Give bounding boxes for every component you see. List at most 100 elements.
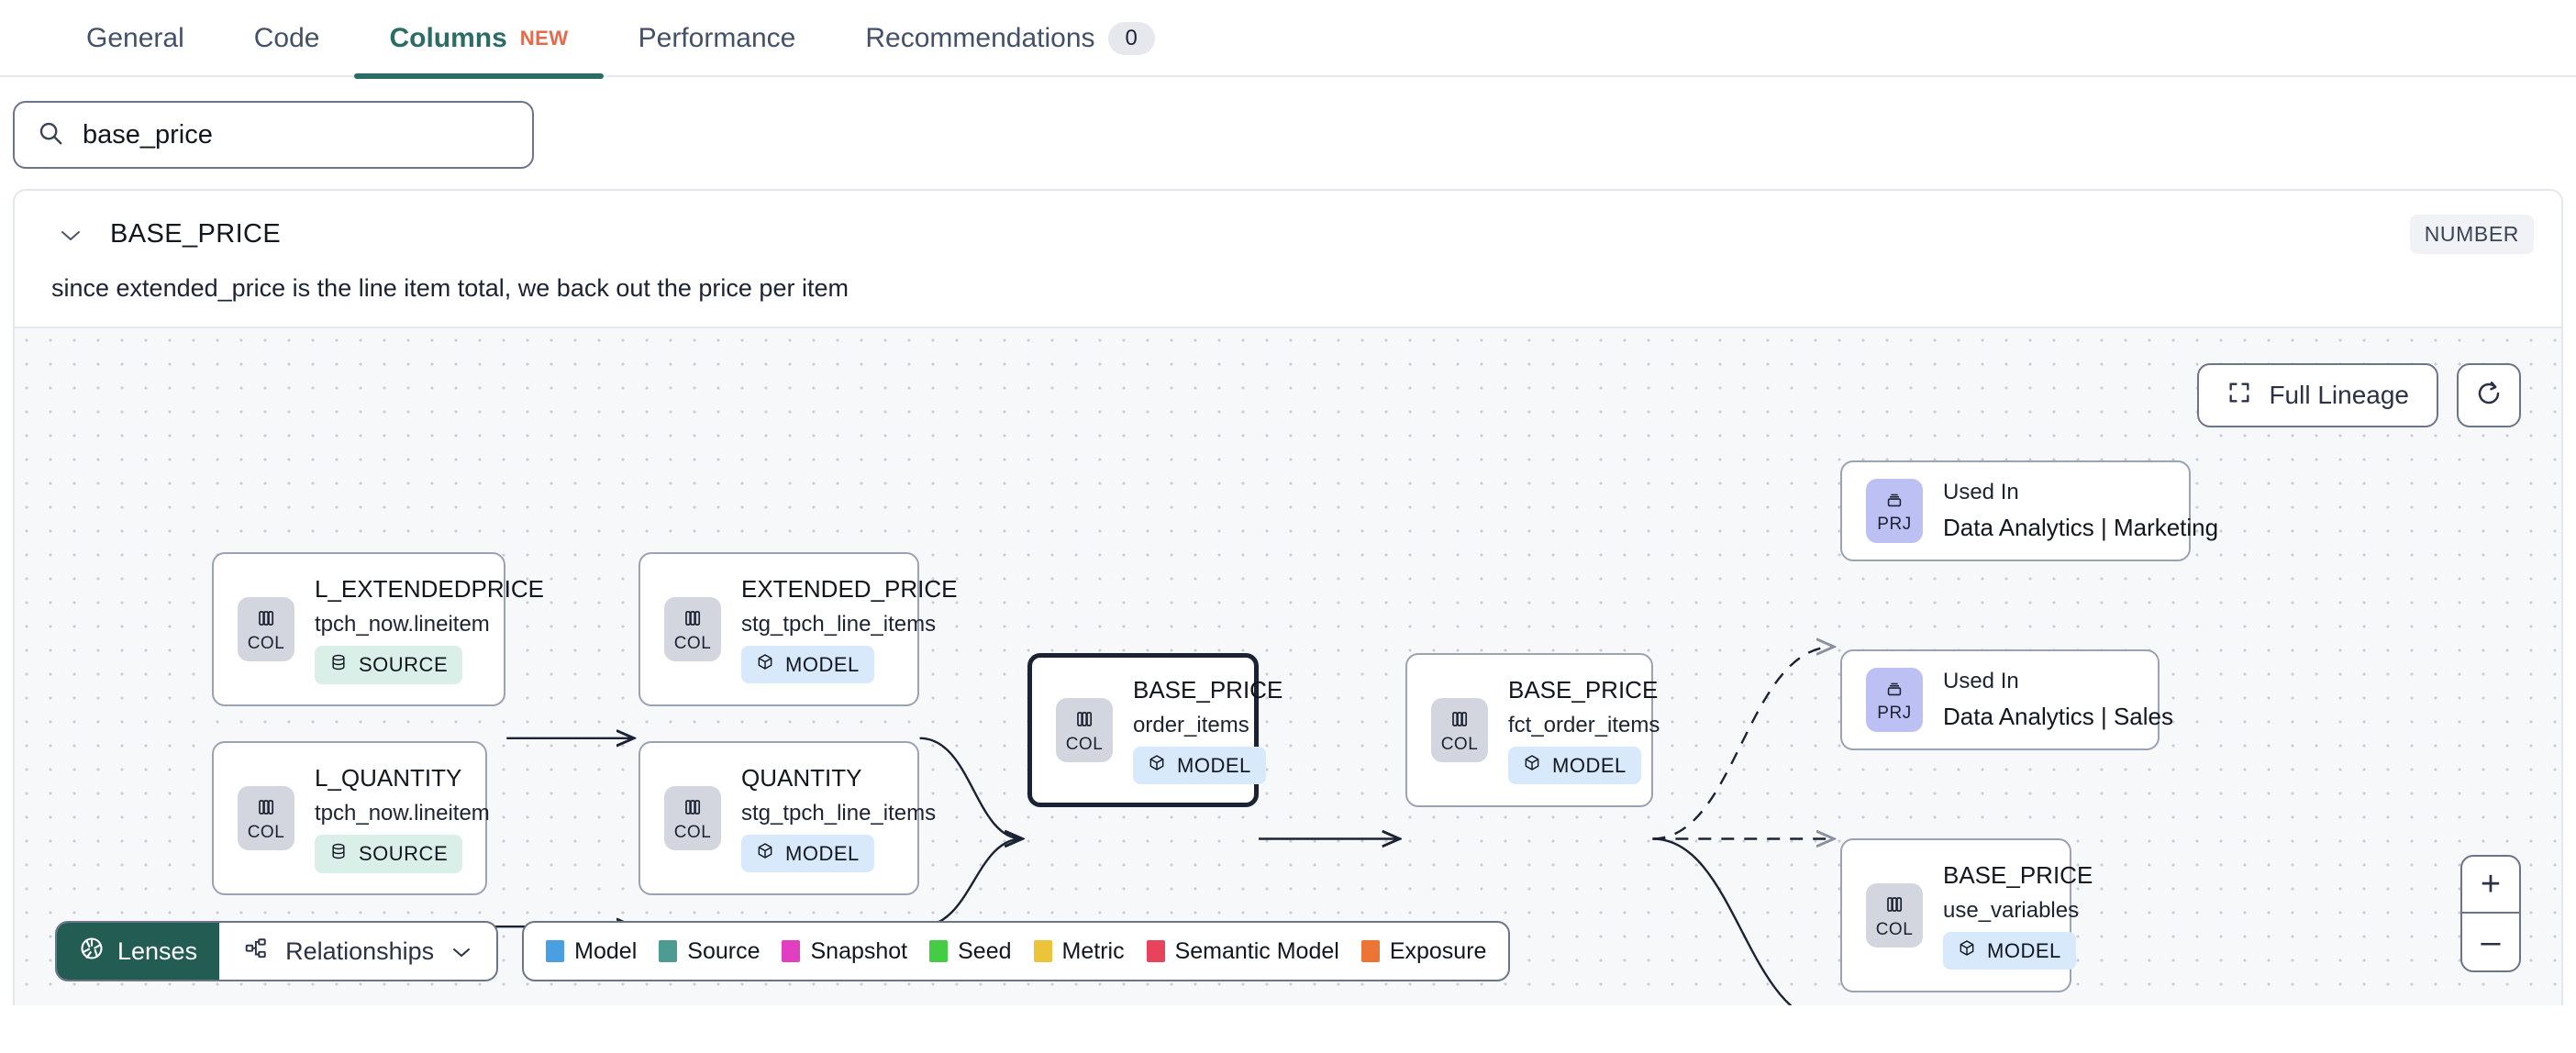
- project-kind-badge: PRJ: [1866, 479, 1923, 543]
- tab-bar: General Code Columns NEW Performance Rec…: [0, 0, 2576, 79]
- materialization-badge: SOURCE: [315, 834, 463, 873]
- database-icon: [329, 841, 348, 867]
- kind-label: PRJ: [1877, 514, 1912, 534]
- lineage-node[interactable]: COL L_EXTENDEDPRICE tpch_now.lineitem SO…: [212, 552, 544, 706]
- legend-item-semantic-model: Semantic Model: [1146, 937, 1339, 965]
- tab-label: Columns: [389, 23, 507, 53]
- materialization-badge: MODEL: [741, 646, 874, 683]
- materialization-label: SOURCE: [359, 652, 449, 676]
- zoom-out-button[interactable]: –: [2481, 922, 2501, 961]
- lineage-canvas[interactable]: COL L_EXTENDEDPRICE tpch_now.lineitem SO…: [15, 327, 2561, 1005]
- node-subtitle: stg_tpch_line_items: [741, 801, 937, 826]
- relationships-icon: [243, 937, 269, 967]
- node-used-in-label: Used In: [1943, 669, 2019, 693]
- legend-item-seed: Seed: [929, 938, 1012, 965]
- tab-recommendations[interactable]: Recommendations 0: [830, 0, 1189, 77]
- materialization-label: MODEL: [1177, 753, 1251, 777]
- lineage-node[interactable]: COL QUANTITY stg_tpch_line_items MODEL: [638, 741, 937, 895]
- tab-code[interactable]: Code: [219, 0, 355, 77]
- kind-label: PRJ: [1877, 703, 1912, 723]
- materialization-badge: MODEL: [1943, 932, 2076, 970]
- legend-swatch: [546, 940, 565, 962]
- column-description: since extended_price is the line item to…: [51, 274, 849, 302]
- legend-swatch: [659, 940, 678, 962]
- legend-swatch: [1033, 940, 1052, 962]
- legend-label: Source: [687, 937, 761, 964]
- refresh-icon: [2475, 380, 2503, 412]
- kind-label: COL: [673, 822, 712, 842]
- column-icon: [255, 796, 277, 822]
- canvas-bottom-controls: Lenses Relationships: [55, 921, 1511, 981]
- lineage-node[interactable]: COL BASE_PRICE use_variables MODEL: [1840, 838, 2093, 992]
- node-title: EXTENDED_PRICE: [741, 575, 958, 603]
- legend-item-snapshot: Snapshot: [782, 938, 907, 965]
- lineage-node[interactable]: COL BASE_PRICE fct_order_items MODEL: [1405, 653, 1660, 807]
- lineage-node[interactable]: COL L_QUANTITY tpch_now.lineitem SOURCE: [212, 741, 490, 895]
- node-title: L_QUANTITY: [315, 763, 462, 792]
- node-title: BASE_PRICE: [1508, 676, 1659, 704]
- aperture-icon: [79, 936, 105, 968]
- tab-label: Recommendations: [865, 23, 1095, 53]
- refresh-button[interactable]: [2457, 363, 2521, 427]
- search-input[interactable]: [83, 119, 510, 150]
- materialization-label: MODEL: [1987, 938, 2061, 962]
- materialization-badge: MODEL: [1508, 747, 1641, 784]
- column-icon: [255, 607, 277, 633]
- full-lineage-button[interactable]: Full Lineage: [2197, 363, 2438, 427]
- lenses-button[interactable]: Lenses: [57, 923, 220, 980]
- kind-label: COL: [247, 822, 285, 842]
- column-kind-badge: COL: [1866, 883, 1923, 948]
- legend-label: Semantic Model: [1174, 937, 1339, 964]
- lineage-node-selected[interactable]: COL BASE_PRICE order_items MODEL: [1027, 653, 1282, 807]
- kind-label: COL: [1065, 734, 1104, 754]
- tab-new-badge: NEW: [519, 27, 569, 50]
- legend-item-source: Source: [659, 938, 760, 965]
- kind-label: COL: [1875, 919, 1914, 939]
- legend-item-exposure: Exposure: [1360, 938, 1486, 965]
- column-icon: [1449, 708, 1471, 734]
- search-area: [0, 77, 2576, 189]
- tab-columns[interactable]: Columns NEW: [354, 0, 604, 79]
- materialization-badge: SOURCE: [315, 645, 463, 684]
- lineage-node[interactable]: COL EXTENDED_PRICE stg_tpch_line_items M…: [638, 552, 958, 706]
- node-title: BASE_PRICE: [1943, 861, 2093, 889]
- column-type-badge: NUMBER: [2409, 215, 2534, 254]
- legend-label: Model: [574, 937, 638, 964]
- project-kind-badge: PRJ: [1866, 668, 1923, 732]
- node-subtitle: fct_order_items: [1508, 713, 1660, 737]
- tab-label: Performance: [638, 23, 796, 53]
- node-subtitle: tpch_now.lineitem: [315, 800, 490, 826]
- cube-icon: [1958, 938, 1976, 963]
- legend-item-model: Model: [546, 938, 637, 965]
- project-icon: [1883, 490, 1905, 514]
- canvas-top-controls: Full Lineage: [2197, 363, 2521, 427]
- materialization-label: MODEL: [785, 652, 860, 676]
- zoom-in-button[interactable]: +: [2462, 857, 2519, 914]
- cube-icon: [756, 652, 774, 677]
- node-subtitle: use_variables: [1943, 898, 2080, 923]
- tab-label: General: [86, 23, 184, 53]
- legend: Model Source Snapshot Seed Metric: [522, 921, 1511, 981]
- lenses-label: Lenses: [117, 937, 198, 965]
- chevron-down-icon[interactable]: [59, 223, 83, 247]
- column-icon: [1883, 893, 1905, 919]
- search-box[interactable]: [13, 101, 534, 169]
- kind-label: COL: [673, 633, 712, 653]
- tab-general[interactable]: General: [51, 0, 219, 77]
- legend-label: Metric: [1061, 937, 1125, 964]
- relationships-dropdown[interactable]: Relationships: [219, 923, 496, 980]
- node-title: QUANTITY: [741, 764, 862, 792]
- page-title: BASE_PRICE: [110, 219, 282, 249]
- column-kind-badge: COL: [238, 597, 294, 661]
- relationships-label: Relationships: [285, 937, 435, 965]
- materialization-label: MODEL: [785, 841, 860, 865]
- lineage-node-project[interactable]: PRJ Used In Data Analytics | Sales: [1840, 649, 2173, 750]
- kind-label: COL: [247, 633, 285, 653]
- database-icon: [329, 652, 348, 678]
- node-subtitle: order_items: [1133, 713, 1249, 737]
- zoom-controls: + –: [2460, 855, 2521, 972]
- lineage-node-project[interactable]: PRJ Used In Data Analytics | Marketing: [1840, 460, 2218, 561]
- tab-performance[interactable]: Performance: [604, 0, 831, 77]
- kind-label: COL: [1440, 734, 1479, 754]
- column-icon: [682, 796, 704, 822]
